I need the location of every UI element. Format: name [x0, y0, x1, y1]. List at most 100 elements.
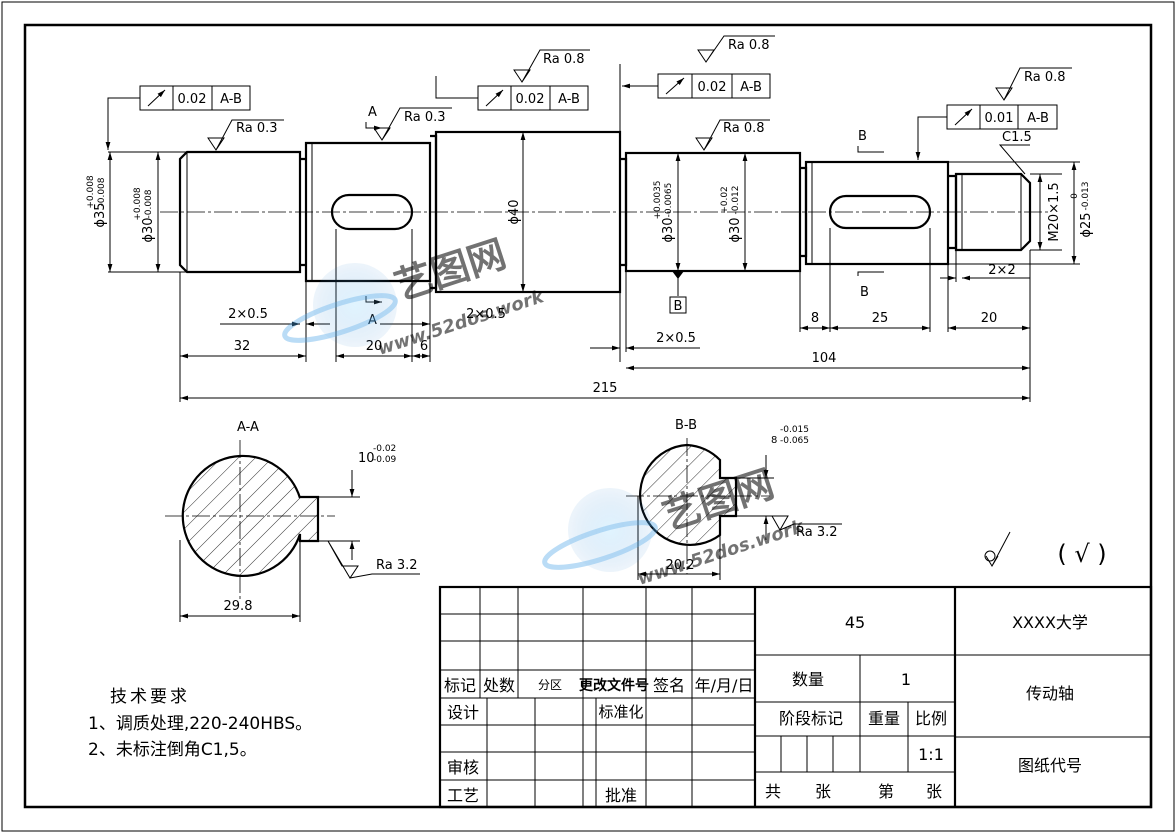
- d30-mid2-label: ϕ30: [728, 217, 743, 242]
- tb-part-name: 传动轴: [1026, 684, 1074, 703]
- groove-3: 2×0.5: [656, 331, 696, 346]
- d35-upper: +0.008: [86, 175, 96, 209]
- d30-mid2-lower: -0.012: [731, 185, 741, 214]
- ra-08-a: Ra 0.8: [543, 52, 585, 67]
- tb-approve: 批准: [605, 786, 637, 805]
- dim-6: 6: [420, 339, 428, 354]
- tech-req-title: 技术要求: [110, 687, 190, 707]
- fcf3-tol: 0.02: [698, 80, 727, 95]
- ra-03-a: Ra 0.3: [236, 121, 278, 136]
- key-aa-upper: -0.02: [373, 444, 396, 454]
- tb-total-post: 张: [815, 782, 831, 801]
- fcf4-datum: A-B: [1027, 111, 1049, 126]
- tb-col-mark: 标记: [444, 676, 476, 695]
- tech-req-item-1: 1、调质处理,220-240HBS。: [88, 714, 312, 734]
- ra-08-b: Ra 0.8: [728, 38, 770, 53]
- tb-drawing-no: 图纸代号: [1018, 756, 1082, 775]
- fcf3-datum: A-B: [740, 80, 762, 95]
- ra-08-d: Ra 0.8: [1024, 70, 1066, 85]
- d30-left-upper: +0.008: [133, 187, 143, 221]
- section-a-a: A-A 29.8 10 -0.02 -0.09 Ra 3.2: [165, 420, 420, 622]
- d25-label: ϕ25: [1079, 212, 1094, 237]
- general-roughness-paren: ( √ ): [1057, 540, 1106, 568]
- dim-104: 104: [812, 351, 837, 366]
- fcf1-tol: 0.02: [178, 92, 207, 107]
- d35-lower: -0.008: [97, 177, 107, 206]
- tb-stage-label: 阶段标记: [779, 709, 843, 728]
- dim-25: 25: [872, 311, 889, 326]
- datum-b-box: B: [674, 299, 683, 314]
- tb-material: 45: [845, 613, 865, 632]
- watermark-brand-1: 艺图网: [389, 231, 511, 308]
- tb-col-date: 年/月/日: [695, 676, 754, 695]
- d30-left-label: ϕ30: [141, 217, 156, 242]
- tb-school: XXXX大学: [1012, 613, 1088, 632]
- ra-08-c: Ra 0.8: [723, 121, 765, 136]
- key-bb-upper: -0.015: [780, 425, 809, 435]
- section-a-a-title: A-A: [237, 420, 259, 435]
- d25-upper: 0: [1070, 193, 1080, 199]
- section-b-b-title: B-B: [675, 418, 697, 433]
- tb-col-sign: 签名: [653, 676, 685, 695]
- key-bb-base: 8: [771, 435, 777, 446]
- sec-b-top: B: [858, 129, 867, 144]
- tb-cur-pre: 第: [878, 782, 894, 801]
- d35-label: ϕ35: [93, 202, 108, 227]
- roughness-symbols: Ra 0.3 Ra 0.3 Ra 0.8 Ra 0.8 Ra 0.8 Ra 0.…: [207, 35, 1072, 151]
- groove-4: 2×2: [988, 263, 1015, 278]
- bearing-seat: [624, 151, 802, 273]
- tb-total-pre: 共: [765, 782, 781, 801]
- tb-scale-label: 比例: [915, 709, 947, 728]
- title-block: 标记 处数 分区 更改文件号 签名 年/月/日 设计 标准化 审核 工艺 批准 …: [438, 585, 1153, 809]
- fcf2-tol: 0.02: [516, 92, 545, 107]
- d40-label: ϕ40: [507, 199, 522, 224]
- tb-design: 设计: [447, 703, 479, 722]
- d30-mid2-upper: +0.02: [720, 186, 730, 214]
- tb-cur-post: 张: [926, 782, 942, 801]
- dim-20b: 20: [981, 311, 998, 326]
- feature-control-frames: 0.02 A-B 0.02 A-B 0.02 A-B 0.01 A-B: [105, 64, 1058, 160]
- shaft-main-view: [160, 130, 1050, 294]
- tb-standardize: 标准化: [598, 703, 643, 721]
- dim-215: 215: [593, 381, 618, 396]
- tb-process: 工艺: [447, 786, 479, 805]
- ra-03-b: Ra 0.3: [404, 110, 446, 125]
- tb-review: 审核: [447, 758, 479, 777]
- sec-b-bottom: B: [860, 285, 869, 300]
- dim-29-8: 29.8: [224, 599, 253, 614]
- d30-mid1-upper: +0.0035: [653, 180, 663, 219]
- shoulder-phi40: [434, 130, 622, 294]
- key-bb-lower: -0.065: [780, 436, 809, 446]
- tb-scale-value: 1:1: [918, 745, 944, 764]
- tb-weight-label: 重量: [868, 709, 900, 728]
- keyway-left: [330, 193, 414, 231]
- d30-mid1-label: ϕ30: [661, 217, 676, 242]
- length-dimensions: 215 104 32 20 6 8 25 20 2×0.5 2×0.5 2×0.…: [179, 228, 1031, 402]
- tech-req-item-2: 2、未标注倒角C1,5。: [88, 740, 257, 760]
- chamfer-label: C1.5: [1002, 130, 1032, 145]
- sec-a-top: A: [368, 105, 377, 120]
- ra-32-bb: Ra 3.2: [796, 525, 838, 540]
- general-roughness-note: ( √ ): [984, 531, 1107, 568]
- key-aa-base: 10: [358, 451, 375, 466]
- tb-col-count: 处数: [483, 676, 515, 695]
- tb-qty-value: 1: [901, 670, 911, 689]
- thread-label: M20×1.5: [1047, 182, 1062, 241]
- tb-col-zone: 分区: [538, 678, 562, 692]
- fcf2-datum: A-B: [558, 92, 580, 107]
- tb-col-change: 更改文件号: [579, 677, 649, 694]
- svg-text:ϕ35: ϕ35: [93, 202, 108, 227]
- section-b-b: B-B 8 -0.015 -0.065 20.2 Ra 3.2: [626, 418, 842, 580]
- d30-left-lower: -0.008: [144, 189, 154, 218]
- chamfer-callout: C1.5: [998, 130, 1032, 175]
- diameter-dimensions: ϕ35 +0.008 -0.008 ϕ30 +0.008 -0.008 ϕ40 …: [86, 132, 1094, 292]
- gear-seat: [804, 160, 950, 266]
- technical-requirements: 技术要求 1、调质处理,220-240HBS。 2、未标注倒角C1,5。: [88, 687, 312, 760]
- fcf1-datum: A-B: [220, 92, 242, 107]
- key-aa-lower: -0.09: [373, 455, 397, 465]
- fcf4-tol: 0.01: [985, 111, 1014, 126]
- dim-32: 32: [234, 339, 251, 354]
- ra-32-aa: Ra 3.2: [376, 558, 418, 573]
